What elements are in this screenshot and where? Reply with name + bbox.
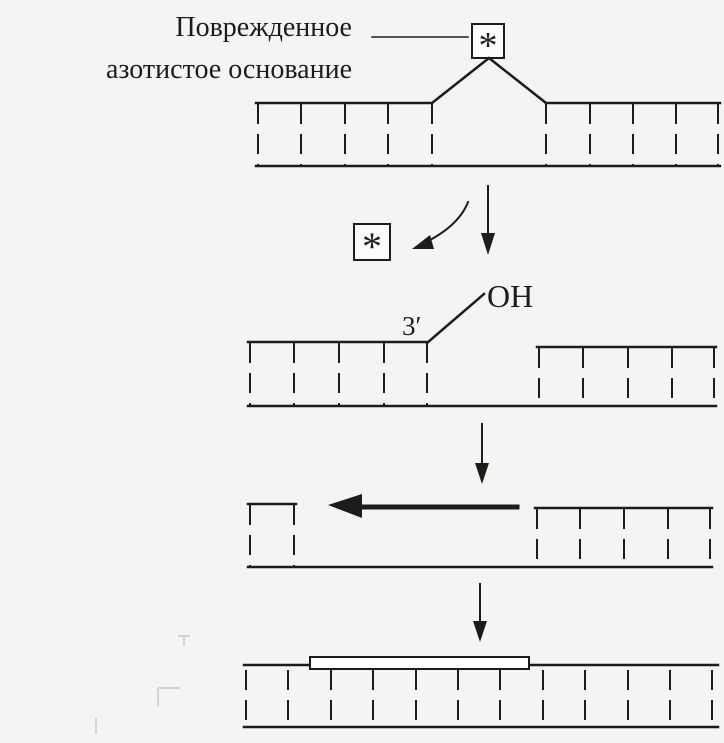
base-pair-rungs	[257, 104, 719, 166]
damaged-base-label-line1: Поврежденное	[175, 12, 352, 43]
base-pair-rungs	[249, 343, 715, 406]
stage-4-repaired-duplex	[242, 656, 720, 729]
step-arrow-3	[473, 583, 487, 642]
step-arrow-1	[481, 185, 495, 255]
stage-3-gapped-duplex	[246, 494, 714, 569]
base-pair-rungs	[249, 505, 711, 567]
damaged-base-label-line2: азотистое основание	[106, 54, 352, 85]
three-prime-end-label: 3′	[402, 311, 421, 341]
hydroxyl-label: OH	[487, 278, 533, 314]
stage-1-damaged-duplex: Поврежденное азотистое основание *	[106, 12, 722, 168]
base-removal-arrow	[412, 200, 470, 249]
top-strand	[246, 340, 718, 349]
base-pair-rungs	[245, 670, 713, 727]
repair-patch	[309, 656, 530, 670]
top-strand	[246, 502, 714, 510]
step-arrow-2	[475, 423, 489, 484]
hydroxyl-bond	[425, 292, 486, 345]
degradation-direction-arrow	[328, 494, 520, 518]
stage-2-abasic-duplex: 3′ OH	[246, 278, 718, 408]
svg-text:*: *	[479, 25, 498, 67]
damaged-base-linkage	[430, 56, 548, 105]
page-bleed-marks	[95, 635, 190, 734]
svg-text:*: *	[362, 224, 382, 269]
asterisk-box-icon: *	[471, 23, 505, 67]
asterisk-box-icon: *	[353, 223, 391, 269]
